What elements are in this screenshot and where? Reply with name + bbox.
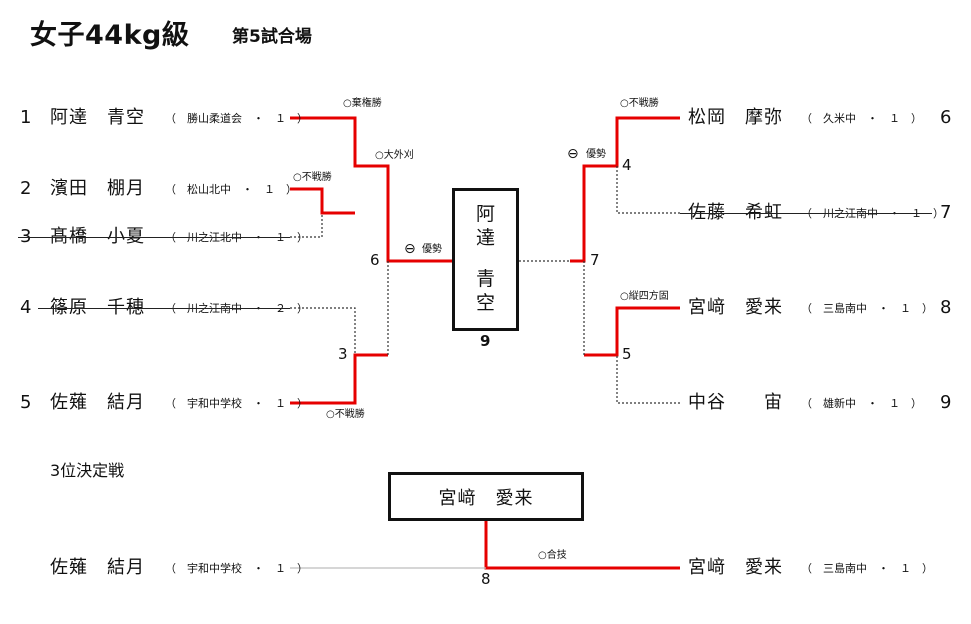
match-number-5: 5	[622, 345, 632, 363]
third-place-winner-box: 宮﨑 愛来	[388, 472, 584, 521]
champion-char: 達	[475, 227, 495, 249]
school-label: （ 松山北中 ・ １ ）	[165, 183, 297, 196]
result-label: ○縦四方固	[620, 291, 669, 302]
seed-number: 6	[940, 107, 952, 128]
match-number-4: 4	[622, 156, 632, 174]
path-entry-4	[290, 307, 356, 355]
seed-number: 7	[940, 202, 952, 223]
third-place-heading: 3位決定戦	[50, 461, 125, 480]
athlete-name: 濱田 棚月	[50, 178, 145, 199]
athlete-name: 松岡 摩弥	[688, 107, 783, 128]
athlete-name: 篠原 千穂	[50, 297, 145, 318]
champion-char: 空	[475, 292, 495, 314]
champion-char: 青	[475, 268, 495, 290]
seed-number: 3	[20, 226, 32, 247]
school-label: （ 宇和中学校 ・ １ ）	[165, 397, 308, 410]
semi-mark-icon: ⊖	[567, 146, 579, 162]
path-entry-2	[290, 187, 355, 215]
path-entry-6	[570, 116, 680, 263]
path-entry-5	[290, 353, 388, 405]
withdrawn-strike	[38, 308, 290, 309]
result-label: 優勢	[422, 244, 442, 255]
athlete-name: 髙橋 小夏	[50, 226, 145, 247]
path-entry-8	[584, 306, 680, 357]
final-mark-icon: ⊖	[404, 241, 416, 257]
result-label: ○不戦勝	[620, 98, 659, 109]
third-place-winner-name: 宮﨑 愛来	[438, 487, 534, 509]
school-label: （ 宇和中学校 ・ １ ）	[165, 562, 308, 575]
loser-paths	[290, 166, 680, 404]
athlete-name: 宮﨑 愛来	[688, 297, 783, 318]
path-entry-3	[290, 213, 323, 238]
school-label: （ 勝山柔道会 ・ １ ）	[165, 112, 308, 125]
seed-number: 4	[20, 297, 32, 318]
page-title: 女子44kg級	[30, 20, 190, 51]
athlete-name: 中谷 宙	[688, 392, 783, 413]
school-label: （ 三島南中 ・ １ ）	[801, 302, 933, 315]
seed-number: 1	[20, 107, 32, 128]
result-label: ○不戦勝	[326, 409, 365, 420]
result-label: ○大外刈	[375, 150, 414, 161]
athlete-name: 宮﨑 愛来	[688, 557, 783, 578]
match-number-7: 7	[590, 251, 600, 269]
school-label: （ 久米中 ・ １ ）	[801, 112, 922, 125]
seed-number: 9	[940, 392, 952, 413]
mat-label: 第5試合場	[232, 27, 312, 47]
athlete-name: 佐藤 希虹	[688, 202, 783, 223]
seed-number: 5	[20, 392, 32, 413]
champion-box: 阿 達 青 空	[452, 188, 519, 331]
path-entry-7	[616, 166, 680, 214]
athlete-name: 阿達 青空	[50, 107, 145, 128]
withdrawn-strike	[680, 213, 932, 214]
seed-number: 8	[940, 297, 952, 318]
result-label: ○合技	[538, 550, 567, 561]
path-entry-9	[616, 355, 680, 404]
athlete-name: 佐薙 結月	[50, 392, 145, 413]
result-label: ○棄権勝	[343, 98, 382, 109]
result-label: 優勢	[586, 149, 606, 160]
match-number-6: 6	[370, 251, 380, 269]
match-number-final: 9	[480, 332, 491, 350]
seed-number: 2	[20, 178, 32, 199]
result-label: ○不戦勝	[293, 172, 332, 183]
withdrawn-strike	[18, 237, 290, 238]
path-entry-1	[290, 116, 452, 263]
match-number-3: 3	[338, 345, 348, 363]
athlete-name: 佐薙 結月	[50, 557, 145, 578]
path-third-winner	[484, 521, 680, 570]
match-number-third: 8	[481, 570, 491, 588]
champion-char: 阿	[475, 203, 495, 225]
school-label: （ 雄新中 ・ １ ）	[801, 397, 922, 410]
school-label: （ 三島南中 ・ １ ）	[801, 562, 933, 575]
